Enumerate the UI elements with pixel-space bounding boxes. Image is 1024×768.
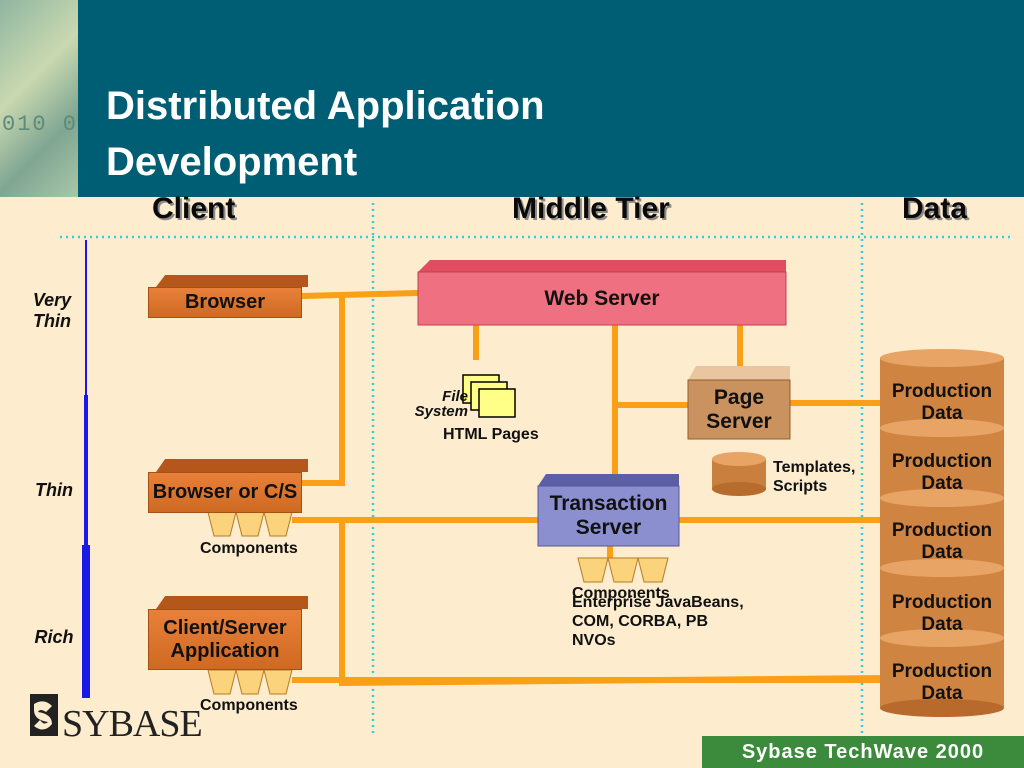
components-label-client-middle: Components [200, 540, 298, 557]
sybase-logo-mark [30, 694, 58, 736]
corner-graphic: 010 0 [0, 0, 78, 197]
data-cylinders [880, 349, 1004, 717]
column-heading-middle-tier: Middle Tier [512, 192, 670, 225]
components-icon-middle [577, 557, 669, 583]
browser-label: Browser [148, 287, 302, 318]
templates-scripts-label: Templates, Scripts [773, 459, 856, 495]
tier-label-thin: Thin [35, 480, 73, 500]
techwave-badge: Sybase TechWave 2000 [702, 736, 1024, 768]
web-server-box [417, 271, 787, 326]
page-server-top [688, 366, 790, 380]
file-system-label: File System [414, 388, 468, 420]
client-server-app-label: Client/Server Application [148, 609, 302, 670]
components-icon-client-bottom [207, 669, 293, 695]
column-heading-data: Data [902, 192, 968, 225]
components-label-middle: Components [572, 585, 670, 602]
client-server-app-box: Client/Server Application [148, 596, 308, 670]
page-title: Distributed Application Development [106, 84, 545, 184]
transaction-server: Transaction Server [538, 486, 679, 546]
browser-box: Browser [148, 275, 308, 318]
production-data-label: Production Data [891, 592, 993, 635]
web-server-label: Web Server [544, 286, 660, 310]
browser-cs-box: Browser or C/S [148, 459, 308, 513]
tier-label-very-thin: Very Thin [32, 290, 72, 331]
transaction-server-label: Transaction Server [549, 492, 668, 539]
title-bar [0, 0, 1024, 197]
tier-label-rich: Rich [34, 627, 74, 647]
page-server-label: Page Server [706, 385, 772, 433]
html-pages-label: HTML Pages [443, 426, 539, 443]
web-server-top [418, 260, 786, 272]
column-heading-client: Client [152, 192, 236, 225]
production-data-label: Production Data [891, 520, 993, 563]
templates-cylinder [712, 452, 766, 496]
corner-bits: 010 0 [2, 112, 79, 137]
production-data-label: Production Data [891, 661, 993, 704]
transaction-server-box [537, 485, 680, 547]
page-server-box [687, 379, 791, 440]
components-label-client-bottom: Components [200, 697, 298, 714]
web-server: Web Server [418, 272, 786, 325]
browser-cs-label: Browser or C/S [148, 472, 302, 513]
connector-rich-data-b [338, 674, 889, 687]
enterprise-javabeans-label: Enterprise JavaBeans, COM, CORBA, PB NVO… [572, 594, 744, 649]
production-data-label: Production Data [891, 451, 993, 494]
page-server: Page Server [688, 380, 790, 439]
file-system-icon [462, 374, 516, 418]
components-icon-client-middle [207, 511, 293, 537]
connector-browser-web [298, 289, 422, 300]
sybase-logo-text: SYBASE [62, 703, 203, 745]
transaction-server-top [538, 474, 679, 486]
production-data-label: Production Data [891, 381, 993, 424]
